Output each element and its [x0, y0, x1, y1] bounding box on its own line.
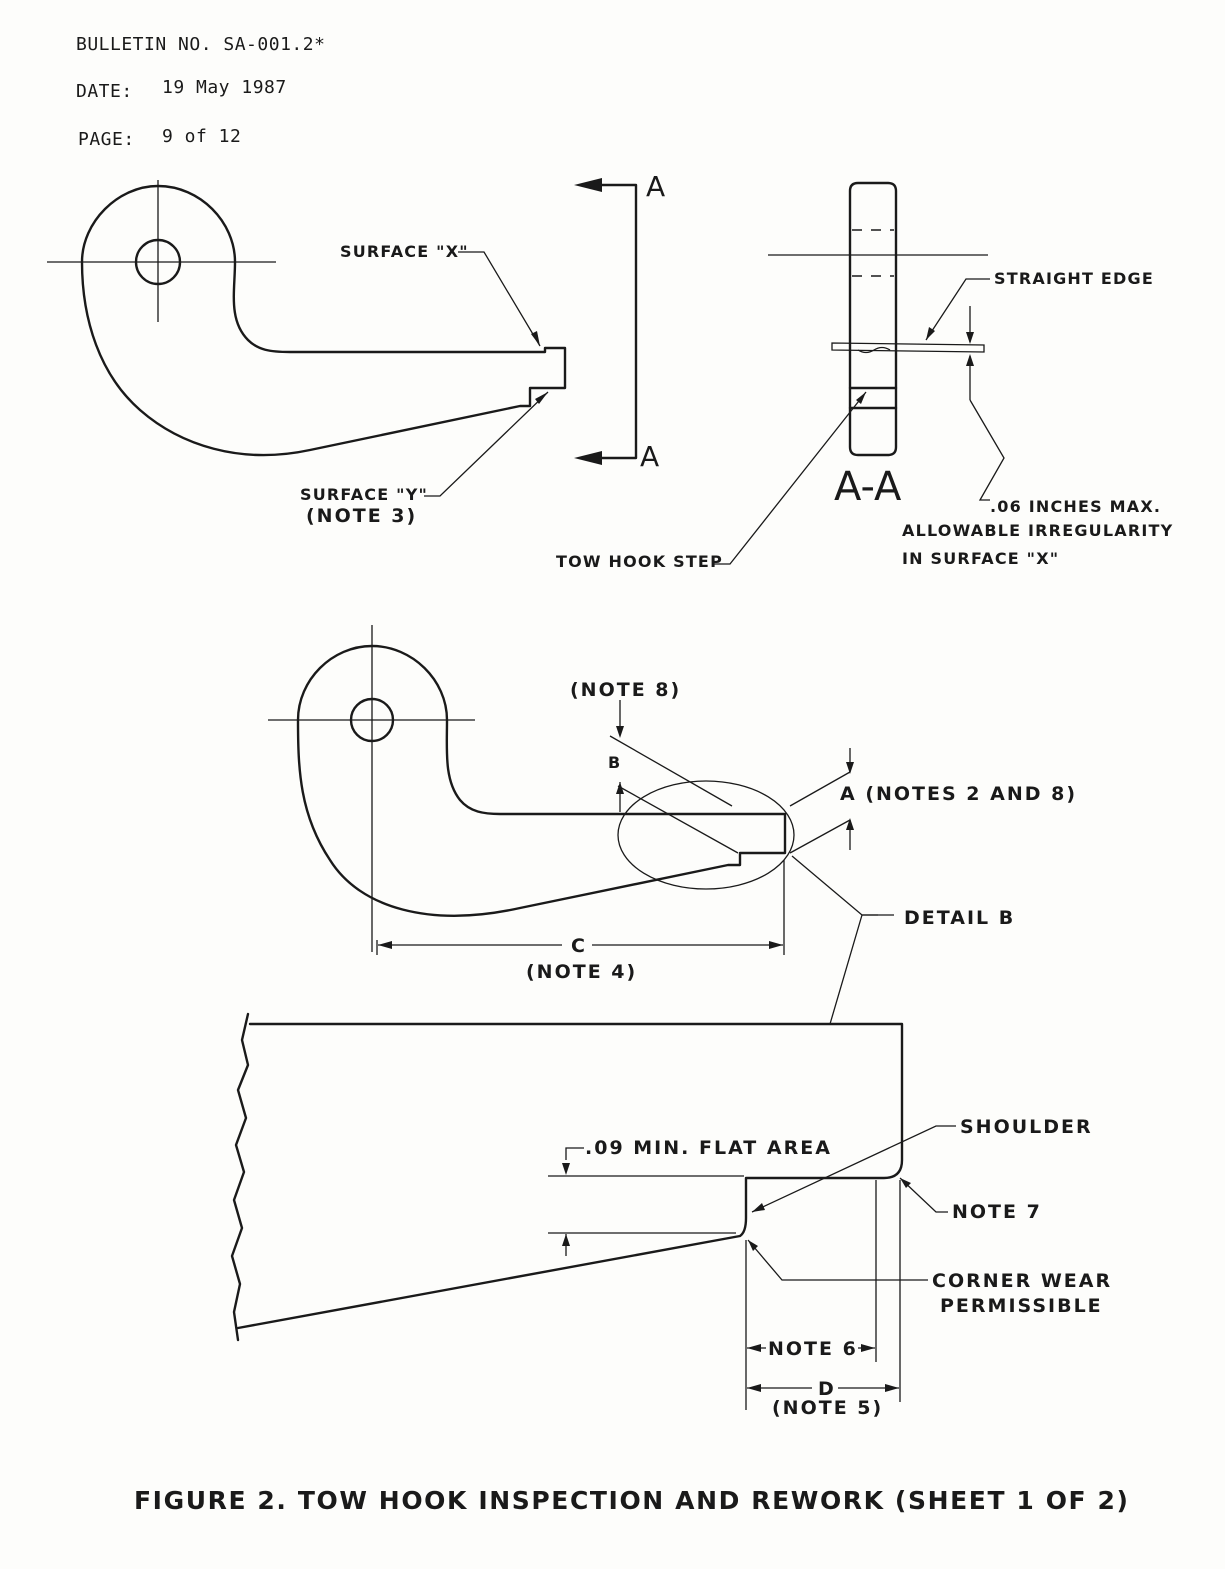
dim-b-extension-bottom [617, 785, 739, 854]
surface-x-leader [458, 251, 541, 347]
flat-area-label: .09 MIN. FLAT AREA [585, 1137, 832, 1159]
note-8-label: (NOTE 8) [570, 679, 681, 701]
section-cut-line: A A [574, 170, 665, 473]
corner-wear-line-1: CORNER WEAR [932, 1270, 1112, 1292]
note-5-label: (NOTE 5) [772, 1397, 883, 1419]
surface-y-label: SURFACE "Y" [300, 485, 428, 504]
section-title: A-A [834, 464, 902, 510]
detail-b-leader-2 [829, 914, 878, 1025]
detail-break-line [230, 1012, 250, 1342]
irregularity-line-3: IN SURFACE "X" [902, 549, 1059, 568]
dim-b-label: B [608, 753, 621, 772]
tow-hook-step-label: TOW HOOK STEP [556, 552, 723, 571]
note-7-leader [899, 1177, 948, 1213]
note-7-label: NOTE 7 [952, 1201, 1042, 1223]
irregularity-line-1: .06 INCHES MAX. [990, 497, 1161, 516]
surface-x-label: SURFACE "X" [340, 242, 469, 261]
straight-edge-label: STRAIGHT EDGE [994, 269, 1154, 288]
detail-b-view [230, 1012, 904, 1410]
section-letter-bottom: A [640, 440, 659, 473]
shoulder-leader [751, 1125, 956, 1213]
dim-c-label: C [571, 935, 587, 957]
dim-a-extension-bottom [789, 819, 851, 854]
bulletin-number: BULLETIN NO. SA-001.2* [76, 34, 325, 55]
note-6-label: NOTE 6 [768, 1338, 858, 1360]
top-hook-view [47, 180, 567, 457]
section-outline [848, 181, 898, 457]
tow-hook-step-leader [712, 391, 867, 565]
section-letter-top: A [646, 170, 665, 203]
irregularity-line-2: ALLOWABLE IRREGULARITY [902, 521, 1173, 540]
detail-outline [236, 1022, 904, 1330]
top-hook-outline [80, 184, 567, 457]
note-3-label: (NOTE 3) [306, 505, 417, 527]
irregularity-leader [969, 399, 1005, 501]
surface-y-leader [424, 391, 549, 497]
corner-wear-leader [747, 1239, 928, 1281]
date-label: DATE: [76, 81, 133, 102]
page-value: 9 of 12 [162, 126, 241, 147]
dim-a-label: A (NOTES 2 AND 8) [840, 783, 1077, 805]
shoulder-label: SHOULDER [960, 1116, 1093, 1138]
note-4-label: (NOTE 4) [526, 961, 637, 983]
detail-b-label: DETAIL B [904, 907, 1015, 929]
detail-b-leader-1 [791, 855, 894, 916]
dim-b-extension-top [609, 735, 733, 807]
dim-d-label: D [818, 1378, 836, 1400]
middle-hook-view [268, 625, 795, 952]
page-label: PAGE: [78, 129, 135, 150]
section-arrow-bottom [574, 451, 602, 465]
figure-caption: FIGURE 2. TOW HOOK INSPECTION AND REWORK… [134, 1486, 1130, 1515]
section-arrow-top [574, 178, 602, 192]
corner-wear-line-2: PERMISSIBLE [940, 1295, 1103, 1317]
straight-edge [831, 342, 985, 353]
section-a-a-view: A-A [768, 181, 1005, 510]
detail-b-callout [617, 780, 795, 890]
straight-edge-leader [925, 278, 990, 341]
date-value: 19 May 1987 [162, 77, 287, 98]
dim-a-extension-top [789, 771, 851, 807]
